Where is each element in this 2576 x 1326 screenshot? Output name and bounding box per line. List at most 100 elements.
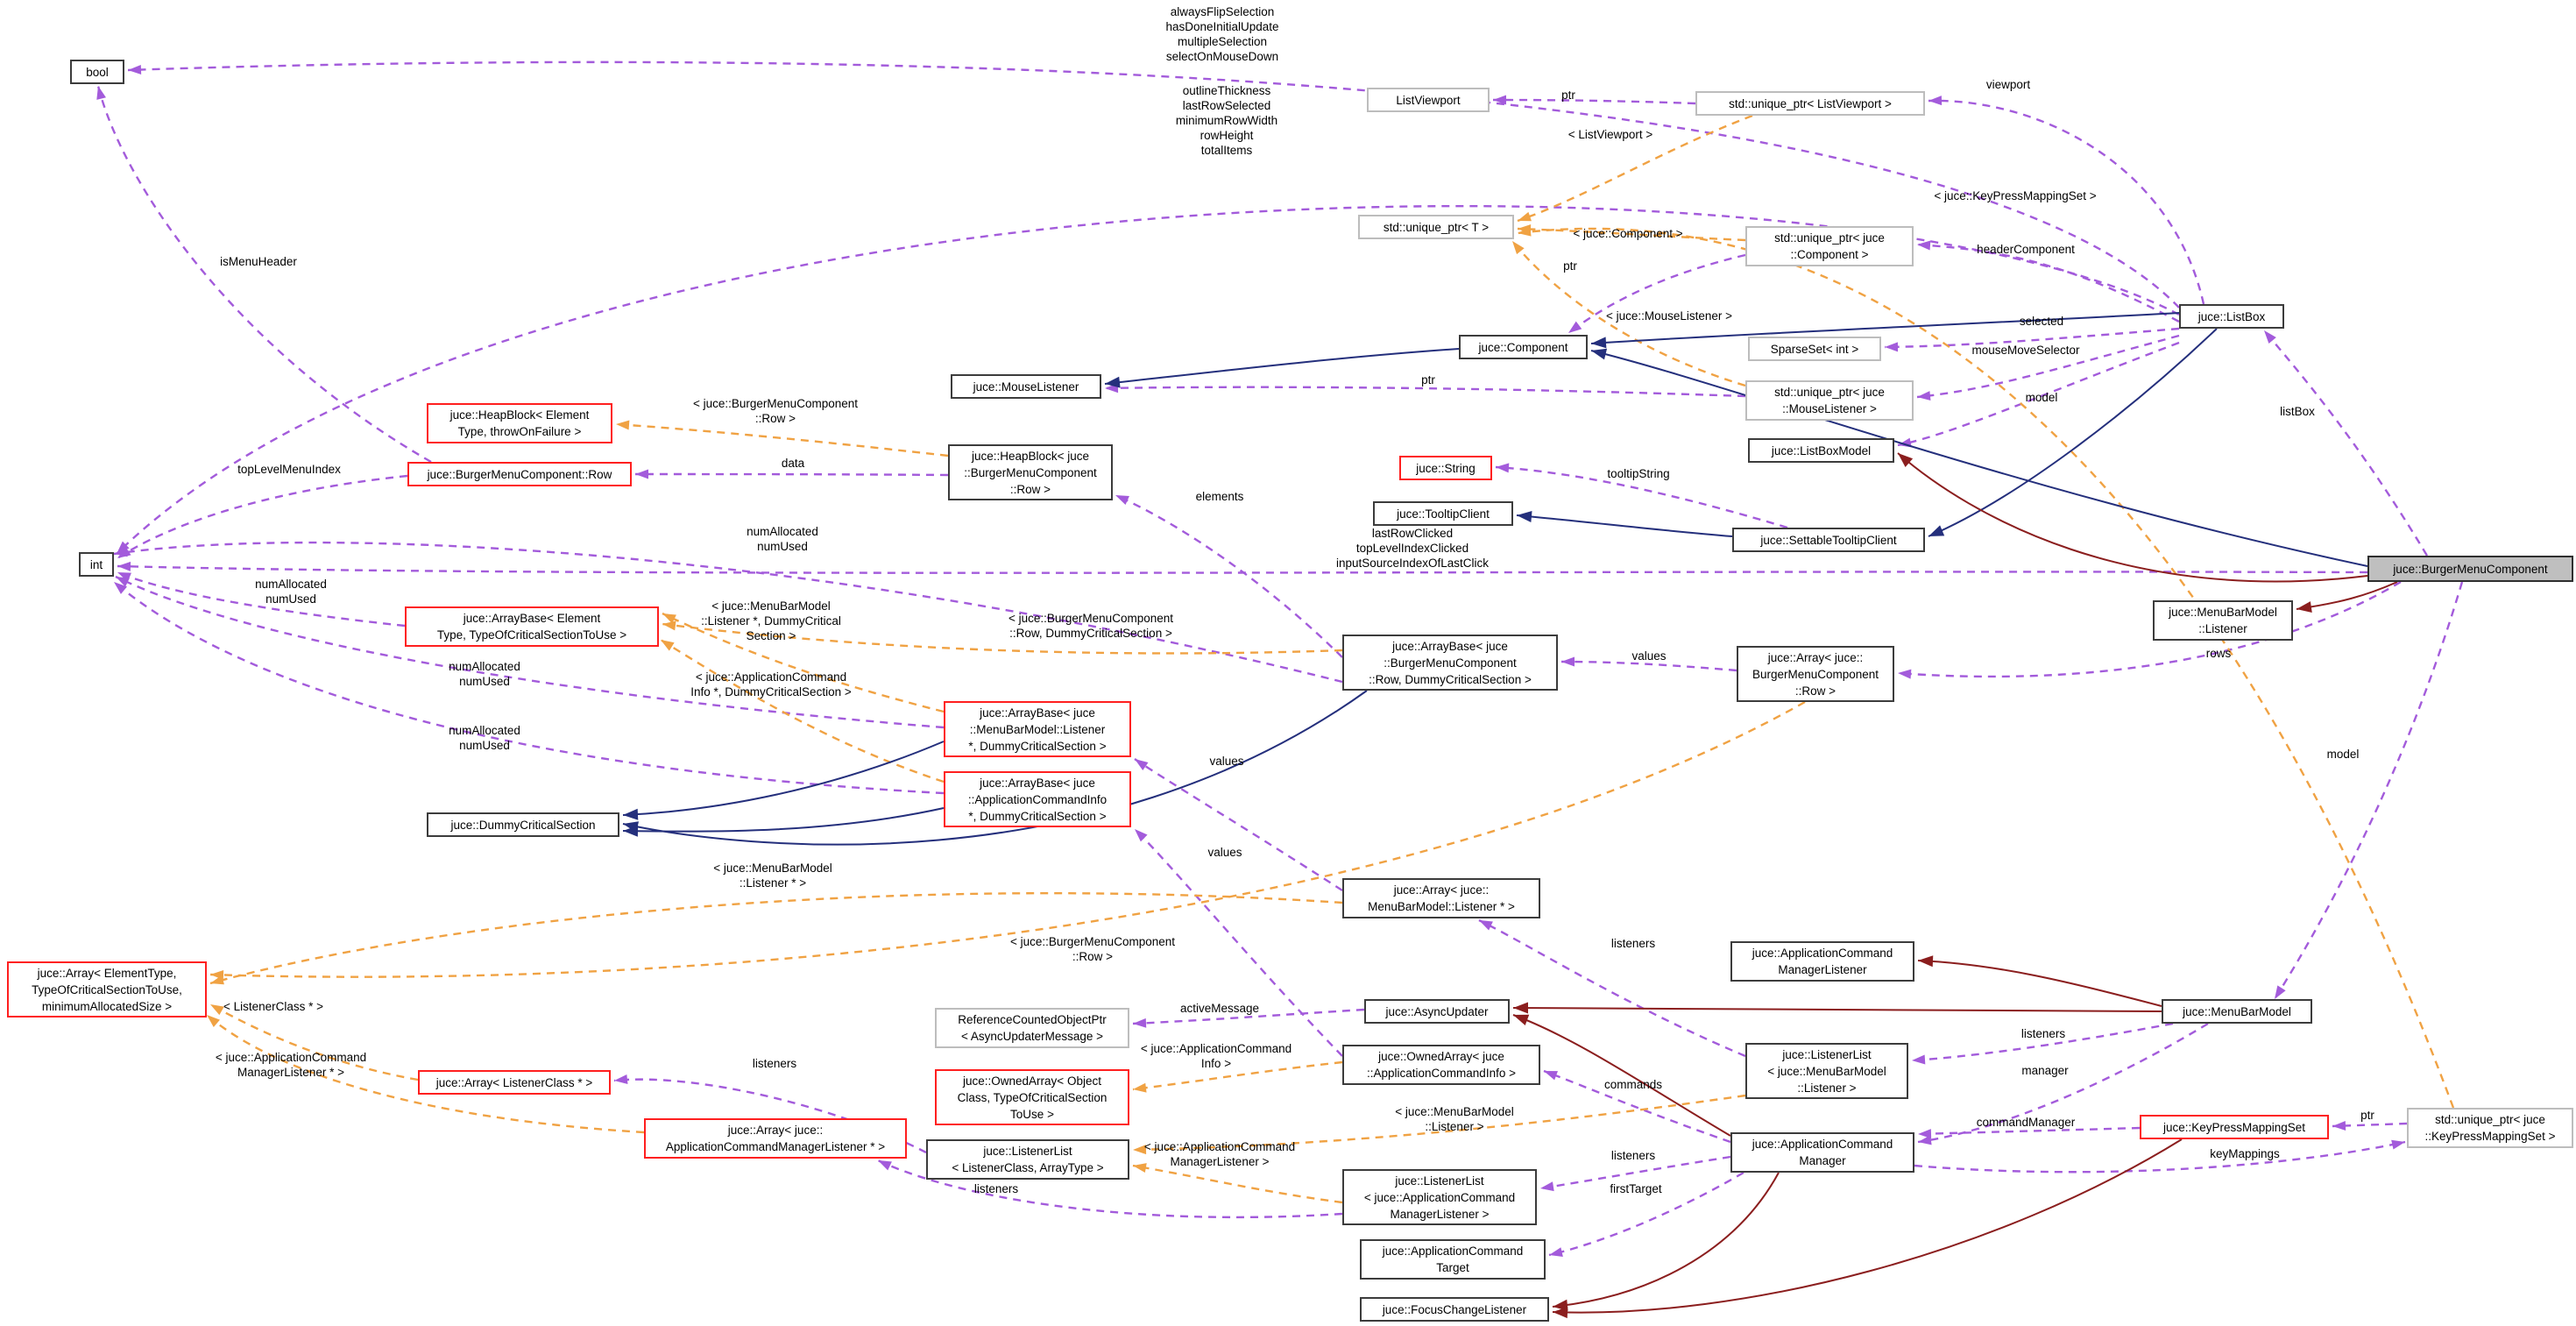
node-listviewport[interactable]: ListViewport: [1367, 88, 1490, 112]
edge-uptr_mouselistener-mouselistener: [1104, 386, 1746, 398]
node-label-line: < juce::ApplicationCommand: [1363, 1190, 1516, 1204]
arrowhead-heapblock_row-heapblock_et: [616, 420, 630, 430]
node-mbml[interactable]: juce::MenuBarModel::Listener: [2153, 600, 2293, 641]
node-row[interactable]: juce::BurgerMenuComponent::Row: [407, 462, 632, 486]
node-int[interactable]: int: [79, 552, 114, 577]
node-label-line: std::unique_ptr< ListViewport >: [1729, 96, 1892, 110]
node-label-line: ToUse >: [1010, 1107, 1054, 1121]
node-listenerlist_mbml[interactable]: juce::ListenerList< juce::MenuBarModel::…: [1745, 1043, 1908, 1099]
arrowhead-menubarmodel-listenerlist_mbml: [1912, 1054, 1926, 1065]
node-label-line: juce::ListBoxModel: [1771, 443, 1872, 457]
edge-arraybase_mbml-dummycs: [622, 741, 945, 816]
node-listenerlist_lc[interactable]: juce::ListenerList< ListenerClass, Array…: [926, 1139, 1129, 1180]
node-label-line: minimumAllocatedSize >: [41, 999, 173, 1013]
node-ownedarray_aci[interactable]: juce::OwnedArray< juce::ApplicationComma…: [1342, 1045, 1540, 1085]
node-dummycs[interactable]: juce::DummyCriticalSection: [427, 812, 619, 837]
node-label-line: ::Listener: [2198, 622, 2247, 635]
node-label-line: juce::Component: [1478, 340, 1568, 354]
node-heapblock_row[interactable]: juce::HeapBlock< juce::BurgerMenuCompone…: [948, 444, 1113, 500]
node-label-line: juce::Array< ListenerClass * >: [435, 1075, 593, 1089]
edge-acm-ownedarray_aci: [1543, 1069, 1731, 1144]
node-arraybase_row[interactable]: juce::ArrayBase< juce::BurgerMenuCompone…: [1342, 635, 1558, 691]
arrowhead-menubarmodel-acm: [1918, 1135, 1932, 1145]
arrowhead-arraybase_mbml-dummycs: [623, 808, 639, 820]
node-sparseset[interactable]: SparseSet< int >: [1748, 337, 1881, 361]
edge-array_mbml-arraybase_mbml: [1134, 758, 1343, 892]
node-settabletooltip[interactable]: juce::SettableTooltipClient: [1732, 528, 1925, 552]
node-label-line: ::BurgerMenuComponent: [1384, 656, 1517, 670]
node-focuschange[interactable]: juce::FocusChangeListener: [1360, 1297, 1549, 1322]
node-uptr_component[interactable]: std::unique_ptr< juce::Component >: [1745, 226, 1914, 266]
arrowhead-listbox-component: [1591, 337, 1607, 349]
edge-settabletooltip-string: [1495, 465, 1788, 529]
arrowhead-listbox-bool: [128, 64, 142, 74]
node-menubarmodel[interactable]: juce::MenuBarModel: [2162, 999, 2312, 1024]
node-listenerlist_acml[interactable]: juce::ListenerList< juce::ApplicationCom…: [1342, 1169, 1537, 1225]
node-label-line: ManagerListener: [1778, 963, 1867, 976]
edge-burgermenu-mbml: [2296, 581, 2398, 610]
node-label-line: juce::Array< juce::: [1393, 883, 1490, 897]
node-label-line: juce::ListenerList: [1395, 1174, 1484, 1188]
node-component[interactable]: juce::Component: [1459, 335, 1588, 359]
edge-settabletooltip-tooltipclient: [1516, 514, 1733, 537]
node-array_row[interactable]: juce::Array< juce::BurgerMenuComponent::…: [1737, 646, 1894, 702]
edge-menubarmodel-acm: [1917, 1022, 2209, 1144]
node-label-line: juce::MenuBarModel: [2169, 606, 2277, 619]
node-burgermenu[interactable]: juce::BurgerMenuComponent: [2367, 556, 2573, 582]
node-label-line: juce::MenuBarModel: [2183, 1004, 2291, 1018]
node-rcop[interactable]: ReferenceCountedObjectPtr< AsyncUpdaterM…: [935, 1008, 1129, 1048]
node-uptr_mouselistener[interactable]: std::unique_ptr< juce::MouseListener >: [1745, 380, 1914, 421]
edge-menubarmodel-asyncupdater: [1512, 1007, 2162, 1012]
node-uptr_kpms[interactable]: std::unique_ptr< juce::KeyPressMappingSe…: [2407, 1108, 2573, 1148]
node-uptr_t[interactable]: std::unique_ptr< T >: [1358, 215, 1514, 239]
node-array_et[interactable]: juce::Array< ElementType,TypeOfCriticalS…: [7, 961, 207, 1018]
arrowhead-arraybase_row-arraybase_et: [662, 620, 676, 631]
node-arraybase_aci[interactable]: juce::ArrayBase< juce::ApplicationComman…: [944, 771, 1131, 827]
edge-menubarmodel-acml: [1917, 960, 2162, 1007]
node-array_acml[interactable]: juce::Array< juce::ApplicationCommandMan…: [644, 1118, 907, 1159]
arrowhead-listbox-uptr_listviewport: [1928, 96, 1943, 106]
node-label-line: juce::FocusChangeListener: [1382, 1302, 1527, 1316]
node-uptr_listviewport[interactable]: std::unique_ptr< ListViewport >: [1695, 91, 1925, 116]
node-listboxmodel[interactable]: juce::ListBoxModel: [1748, 438, 1894, 463]
node-label-line: ::ApplicationCommandInfo >: [1367, 1067, 1516, 1080]
node-label-line: juce::OwnedArray< juce: [1378, 1050, 1504, 1063]
node-asyncupdater[interactable]: juce::AsyncUpdater: [1364, 999, 1510, 1024]
node-label-line: juce::KeyPressMappingSet: [2162, 1120, 2306, 1134]
edge-burgermenu-listbox: [2263, 330, 2429, 557]
node-kpms[interactable]: juce::KeyPressMappingSet: [2140, 1115, 2329, 1139]
node-arraybase_mbml[interactable]: juce::ArrayBase< juce::MenuBarModel::Lis…: [944, 701, 1131, 757]
node-array_lc[interactable]: juce::Array< ListenerClass * >: [418, 1070, 611, 1095]
node-label-line: Type, TypeOfCriticalSectionToUse >: [436, 628, 627, 642]
edge-listenerlist_mbml-array_mbml: [1478, 918, 1746, 1058]
node-mouselistener[interactable]: juce::MouseListener: [951, 374, 1101, 399]
arrowhead-arraybase_mbml-int: [116, 577, 130, 587]
node-label-line: juce::Array< juce::: [727, 1124, 824, 1137]
arrowhead-listenerlist_lc-array_lc: [614, 1074, 628, 1084]
node-array_mbml[interactable]: juce::Array< juce::MenuBarModel::Listene…: [1342, 878, 1540, 918]
edge-arraybase_row-arraybase_et: [662, 622, 1343, 655]
node-tooltipclient[interactable]: juce::TooltipClient: [1373, 501, 1513, 526]
node-string[interactable]: juce::String: [1399, 456, 1492, 480]
arrowhead-listbox-settabletooltip: [1928, 525, 1945, 536]
edge-asyncupdater-rcop: [1132, 1008, 1365, 1025]
node-label-line: juce::ApplicationCommand: [1382, 1244, 1524, 1258]
edge-uptr_component-component: [1568, 253, 1746, 334]
node-label-line: ::KeyPressMappingSet >: [2424, 1130, 2556, 1143]
node-listbox[interactable]: juce::ListBox: [2179, 304, 2284, 329]
node-label-line: Class, TypeOfCriticalSection: [957, 1090, 1108, 1104]
arrowhead-component-mouselistener: [1105, 376, 1121, 388]
node-label-line: ::MenuBarModel::Listener: [969, 722, 1106, 736]
arrowhead-burgermenu-int: [117, 561, 131, 571]
arrowhead-uptr_kpms-uptr_t: [1518, 226, 1532, 237]
node-label-line: ListViewport: [1396, 93, 1461, 107]
node-bool[interactable]: bool: [70, 60, 124, 84]
arrowhead-listenerlist_acml-array_acml: [878, 1160, 892, 1171]
